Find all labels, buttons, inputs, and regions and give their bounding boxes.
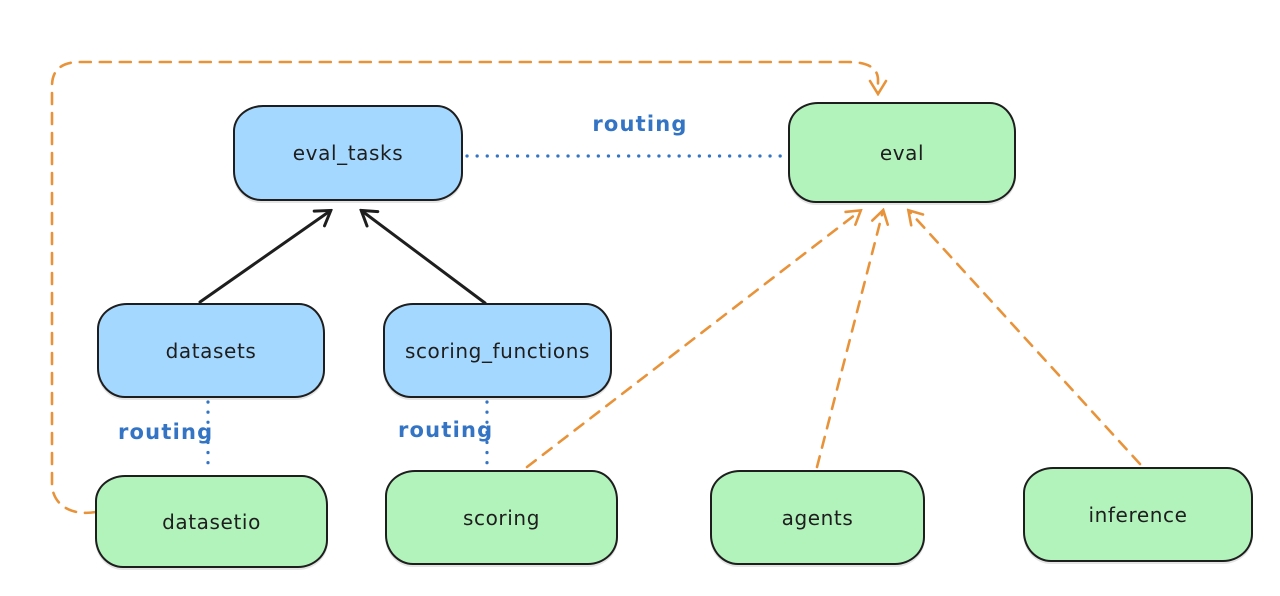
- node-inference: inference: [1023, 467, 1253, 562]
- node-scoring-functions: scoring_functions: [383, 303, 612, 398]
- edge-scoring-to-eval: [525, 211, 860, 469]
- edge-agents-to-eval: [815, 211, 883, 469]
- node-datasets: datasets: [97, 303, 325, 398]
- node-datasetio: datasetio: [95, 475, 328, 568]
- node-eval: eval: [788, 102, 1016, 203]
- routing-label-scoring-functions-scoring: routing: [398, 418, 494, 442]
- edge-datasetio-to-eval: [50, 60, 878, 515]
- routing-label-eval-tasks-eval: routing: [592, 112, 688, 136]
- node-scoring-functions-label: scoring_functions: [404, 338, 591, 363]
- node-eval-label: eval: [879, 140, 925, 165]
- node-scoring-label: scoring: [462, 505, 540, 530]
- edge-inference-to-eval: [909, 211, 1142, 466]
- node-inference-label: inference: [1088, 502, 1188, 527]
- node-eval-tasks: eval_tasks: [233, 105, 463, 201]
- node-eval-tasks-label: eval_tasks: [292, 141, 404, 165]
- routing-label-datasets-datasetio: routing: [118, 420, 214, 444]
- node-datasets-label: datasets: [165, 338, 257, 363]
- edge-scoring-functions-to-eval-tasks: [362, 211, 487, 305]
- edge-datasets-to-eval-tasks: [198, 211, 330, 304]
- node-datasetio-label: datasetio: [162, 509, 261, 534]
- node-agents: agents: [710, 470, 925, 565]
- node-scoring: scoring: [385, 470, 618, 565]
- node-agents-label: agents: [781, 505, 854, 530]
